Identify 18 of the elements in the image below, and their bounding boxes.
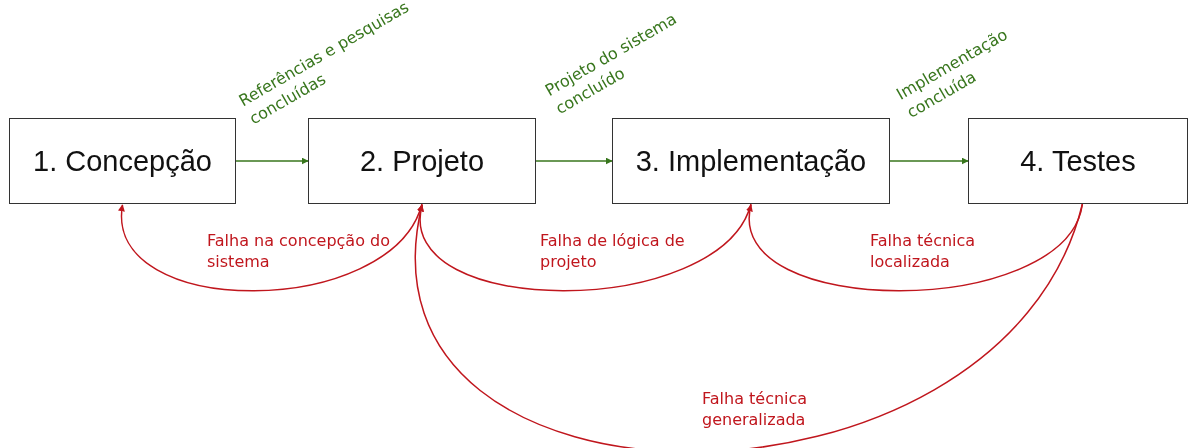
arrow [235,157,309,165]
arrow [747,203,1084,292]
box-label: 2. Projeto [359,144,485,178]
process-box [612,118,890,204]
edge-label: Falha de lógica de projeto [540,230,686,272]
box-label: 1. Concepção [33,144,212,178]
edge-label: Falha na concepção do sistema [207,230,391,272]
box-label: 4. Testes [1020,144,1136,178]
arrow [119,203,423,292]
edge-label: Falha técnica localizada [870,230,977,272]
arrow [535,157,613,165]
arrow [889,157,969,165]
arrow [415,203,1084,448]
process-box [9,118,236,204]
edge-label: Falha técnica generalizada [702,388,809,430]
box-label: 3. Implementação [635,144,867,178]
process-box [968,118,1188,204]
arrow [418,203,752,292]
